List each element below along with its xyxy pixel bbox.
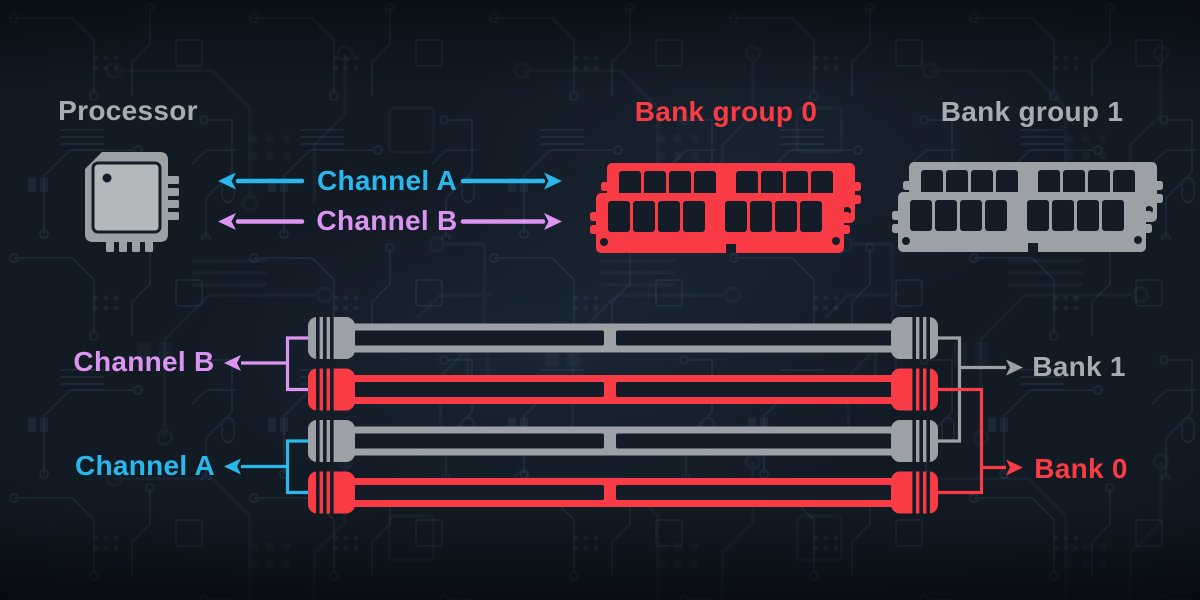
- bank-group-1-dimm-icons: [892, 162, 1163, 252]
- bank-group-0-dimm-icons: [590, 163, 861, 253]
- processor-label: Processor: [58, 95, 198, 126]
- bank-0-label: Bank 0: [1034, 453, 1128, 484]
- channel-a-arrows: [218, 172, 562, 190]
- channel-b-label-bottom: Channel B: [73, 346, 215, 377]
- arrow-right-icon: [544, 213, 562, 230]
- memory-slot-3-icon: [308, 420, 938, 462]
- bank-0-connector: [932, 387, 1023, 495]
- dimm-icon-front: [590, 193, 850, 253]
- channel-b-connector: [224, 336, 312, 392]
- bank-group-0-label: Bank group 0: [634, 96, 818, 127]
- memory-slot-4-icon: [308, 472, 938, 514]
- bank-0-bracket: [932, 387, 984, 495]
- channel-b-arrows: [218, 213, 562, 230]
- memory-slot-2-icon: [308, 369, 938, 411]
- memory-slots: [308, 317, 938, 514]
- arrow-left-icon: [224, 355, 241, 371]
- arrow-right-icon: [1006, 359, 1023, 376]
- bank-group-1-label: Bank group 1: [940, 96, 1124, 127]
- arrow-left-icon: [218, 213, 236, 230]
- arrow-right-icon: [544, 172, 562, 190]
- channel-a-label-top: Channel A: [316, 165, 458, 196]
- channel-b-label-top: Channel B: [316, 205, 458, 236]
- arrow-right-icon: [1006, 459, 1023, 476]
- channel-a-connector: [224, 439, 312, 495]
- bank-1-label: Bank 1: [1032, 351, 1126, 382]
- arrow-left-icon: [224, 458, 241, 475]
- memory-slot-1-icon: [308, 317, 938, 359]
- dimm-icon-front: [892, 192, 1152, 252]
- arrow-left-icon: [218, 172, 236, 190]
- channel-a-label-bottom: Channel A: [74, 450, 216, 481]
- processor-chip-icon: [85, 152, 179, 252]
